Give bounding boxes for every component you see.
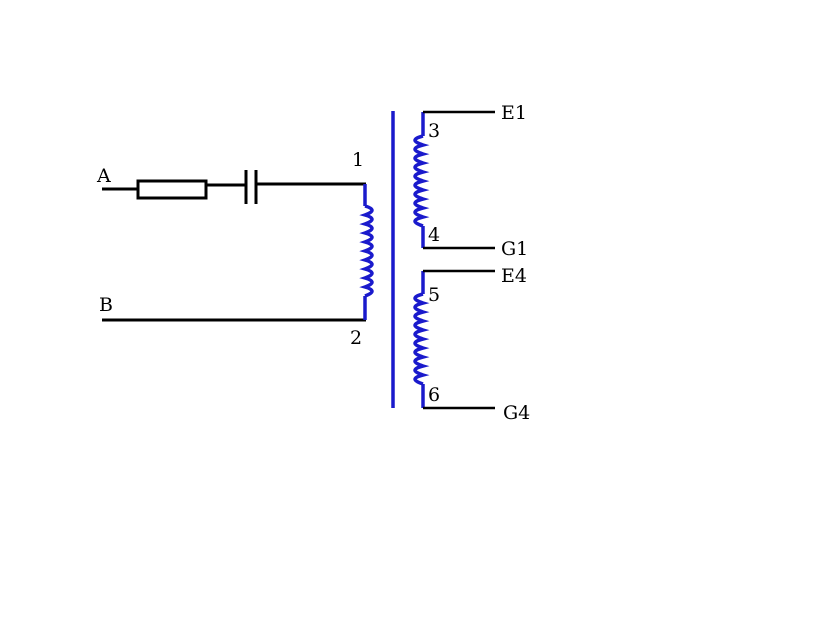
label-e4: E4 bbox=[501, 265, 527, 287]
primary-winding bbox=[359, 204, 374, 298]
label-g4: G4 bbox=[503, 402, 530, 424]
label-g1: G1 bbox=[501, 238, 528, 260]
label-pin-4: 4 bbox=[428, 224, 440, 246]
label-pin-3: 3 bbox=[428, 120, 440, 142]
label-e1: E1 bbox=[501, 102, 527, 124]
label-pin-1: 1 bbox=[352, 149, 364, 171]
label-b: B bbox=[99, 294, 113, 316]
output-wiring bbox=[423, 110, 495, 410]
resistor bbox=[136, 179, 208, 200]
label-a: A bbox=[96, 165, 111, 187]
primary-wiring bbox=[102, 170, 366, 322]
label-pin-2: 2 bbox=[350, 327, 362, 349]
secondary2-winding bbox=[413, 292, 430, 386]
transformer bbox=[359, 111, 430, 408]
labels: A B 1 2 3 4 5 6 E1 G1 E4 G4 bbox=[96, 102, 530, 424]
label-pin-6: 6 bbox=[428, 384, 440, 406]
secondary1-winding bbox=[413, 134, 430, 228]
label-pin-5: 5 bbox=[428, 284, 440, 306]
